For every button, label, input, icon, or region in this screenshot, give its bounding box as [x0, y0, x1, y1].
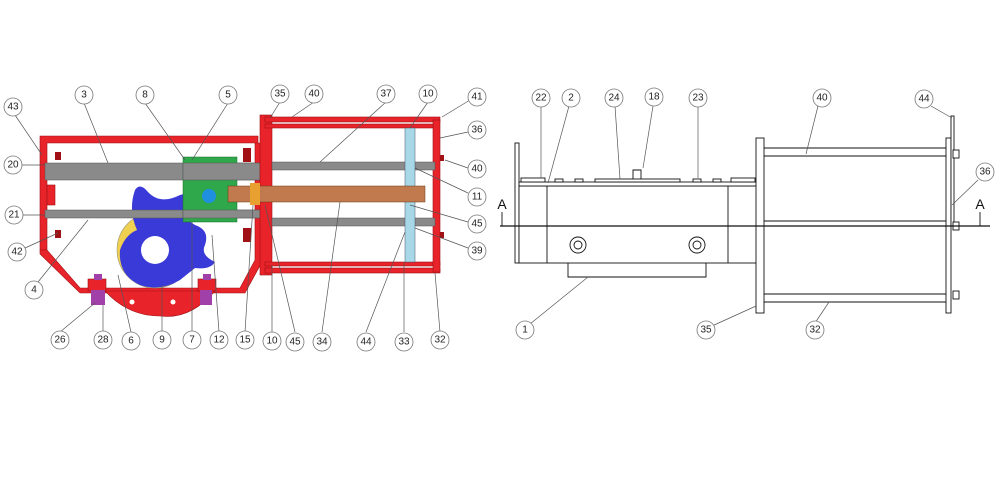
balloon: 23	[688, 88, 708, 108]
balloon: 44	[356, 332, 376, 352]
svg-text:24: 24	[608, 93, 620, 104]
housing-outline	[518, 185, 758, 264]
balloon: 39	[467, 241, 487, 261]
balloon: 11	[467, 187, 487, 207]
balloon: 15	[235, 330, 255, 350]
balloon: 21	[4, 205, 24, 225]
balloon: 40	[304, 84, 324, 104]
balloon: 10	[262, 331, 282, 351]
side-view-balloons: 22 2 24 18 23 40 44 36 1 35 32	[515, 87, 995, 340]
svg-text:35: 35	[274, 89, 286, 100]
balloon: 40	[812, 88, 832, 108]
svg-text:7: 7	[189, 335, 195, 346]
balloon: 40	[467, 159, 487, 179]
balloon: 42	[7, 242, 27, 262]
side-view: A A	[497, 105, 990, 327]
balloon: 36	[975, 162, 995, 182]
svg-text:10: 10	[422, 89, 434, 100]
balloon: 32	[805, 320, 825, 340]
svg-text:12: 12	[213, 335, 225, 346]
balloon: 44	[914, 89, 934, 109]
svg-text:18: 18	[648, 92, 660, 103]
svg-text:32: 32	[809, 325, 821, 336]
balloon: 2	[561, 88, 581, 108]
piston-rod	[227, 185, 426, 203]
balloon: 36	[467, 120, 487, 140]
svg-text:23: 23	[692, 93, 704, 104]
svg-text:8: 8	[142, 90, 148, 101]
balloon: 26	[50, 330, 70, 350]
balloon: 9	[152, 330, 172, 350]
svg-text:45: 45	[289, 337, 301, 348]
svg-text:9: 9	[159, 335, 165, 346]
svg-text:40: 40	[308, 89, 320, 100]
balloon: 3	[74, 85, 94, 105]
svg-text:43: 43	[7, 102, 19, 113]
section-marker-right: A	[975, 196, 985, 212]
balloon: 32	[430, 330, 450, 350]
svg-text:42: 42	[11, 247, 23, 258]
bottom-mount	[104, 290, 216, 317]
svg-text:40: 40	[471, 164, 483, 175]
svg-text:11: 11	[472, 192, 483, 203]
svg-text:21: 21	[8, 210, 20, 221]
svg-text:6: 6	[128, 336, 134, 347]
balloon: 33	[394, 332, 414, 352]
svg-text:10: 10	[266, 336, 278, 347]
balloon: 35	[696, 320, 716, 340]
svg-text:36: 36	[979, 167, 991, 178]
pin	[202, 189, 216, 203]
balloon: 1	[515, 320, 535, 340]
svg-text:44: 44	[360, 337, 372, 348]
svg-text:2: 2	[568, 93, 574, 104]
balloon: 22	[531, 88, 551, 108]
balloon: 41	[467, 87, 487, 107]
balloon: 28	[93, 330, 113, 350]
bolt	[200, 290, 212, 305]
balloon: 8	[135, 85, 155, 105]
svg-text:45: 45	[471, 219, 483, 230]
balloon: 37	[376, 84, 396, 104]
balloon: 6	[121, 331, 141, 351]
section-view-balloons: 3 8 5 35 40 37 10 41 43 20 21 42 4 36 40…	[3, 84, 487, 352]
svg-text:39: 39	[471, 246, 483, 257]
balloon: 43	[3, 97, 23, 117]
balloon: 18	[644, 87, 664, 107]
svg-text:15: 15	[239, 335, 251, 346]
svg-text:1: 1	[522, 325, 528, 336]
svg-text:28: 28	[97, 335, 109, 346]
svg-text:35: 35	[700, 325, 712, 336]
section-view	[14, 99, 471, 333]
svg-text:26: 26	[54, 335, 66, 346]
svg-text:37: 37	[380, 89, 392, 100]
balloon: 24	[604, 88, 624, 108]
balloon: 12	[209, 330, 229, 350]
balloon: 35	[270, 84, 290, 104]
bolt	[91, 290, 105, 305]
svg-text:32: 32	[434, 335, 446, 346]
balloon: 45	[467, 214, 487, 234]
balloon: 10	[418, 84, 438, 104]
svg-text:41: 41	[471, 92, 483, 103]
balloon: 20	[3, 155, 23, 175]
balloon: 5	[218, 85, 238, 105]
svg-text:40: 40	[816, 93, 828, 104]
end-plate	[432, 119, 441, 273]
svg-text:5: 5	[225, 90, 231, 101]
balloon: 34	[312, 332, 332, 352]
svg-text:3: 3	[81, 90, 87, 101]
svg-text:34: 34	[316, 337, 328, 348]
housing-body	[39, 142, 263, 294]
svg-text:36: 36	[471, 125, 483, 136]
balloon: 4	[24, 280, 44, 300]
balloon: 45	[285, 332, 305, 352]
svg-text:20: 20	[7, 160, 19, 171]
svg-text:33: 33	[398, 337, 410, 348]
svg-text:44: 44	[918, 94, 930, 105]
svg-text:4: 4	[31, 285, 37, 296]
balloon: 7	[182, 330, 202, 350]
svg-text:22: 22	[535, 93, 547, 104]
section-marker-left: A	[497, 196, 507, 212]
